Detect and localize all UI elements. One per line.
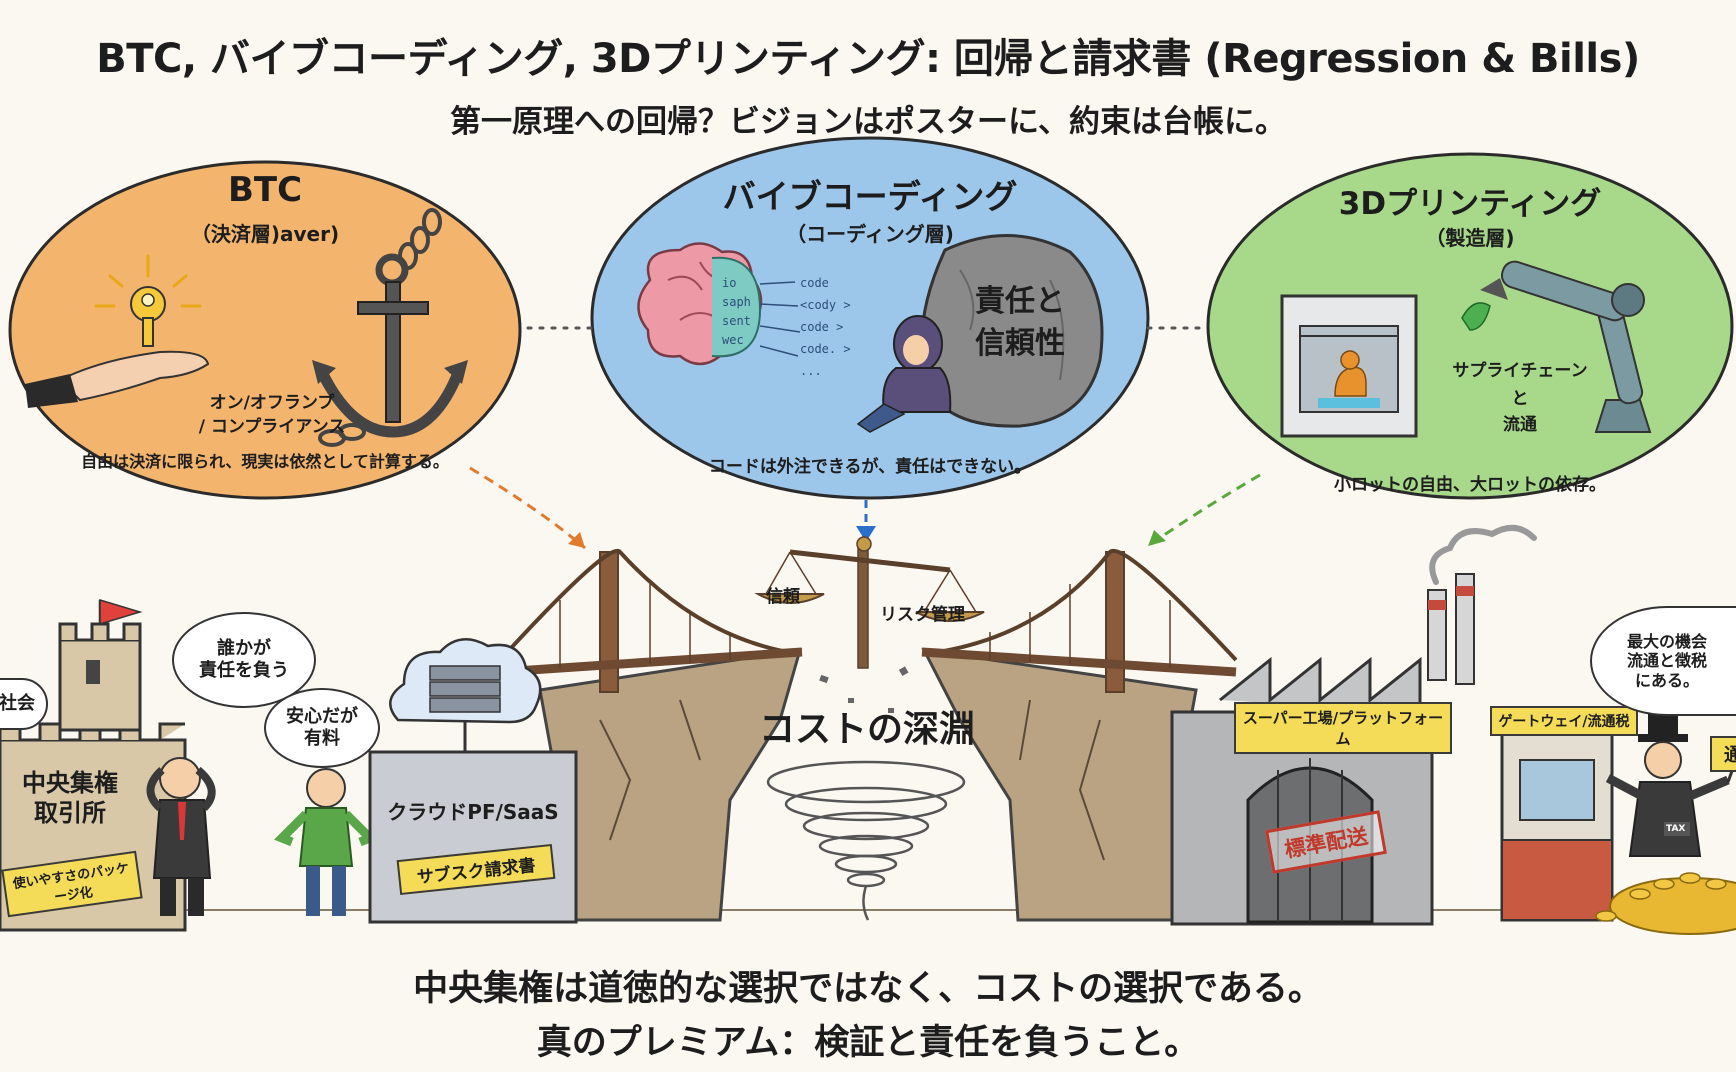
code-token: sent — [722, 314, 751, 328]
cliff-left — [538, 648, 803, 922]
tax-bag-label: TAX — [1666, 824, 1686, 834]
boulder-icon — [920, 234, 1104, 428]
btc-caption: 自由は決済に限られ、現実は依然として計算する。 — [81, 452, 449, 471]
stressed-man-icon — [146, 757, 216, 916]
bridge-right — [921, 548, 1238, 693]
code-token: wec — [722, 333, 744, 347]
person-icon — [856, 315, 952, 433]
chasm-label: コストの深淵 — [758, 709, 975, 750]
code-flow-lines — [759, 281, 801, 357]
code-left-list: io saph sent wec — [722, 274, 751, 350]
chasm-tornado — [766, 760, 966, 921]
vibe-caption: コードは外注できるが、責任はできない。 — [708, 457, 1032, 477]
anchor-icon — [312, 253, 468, 438]
shrugging-man-icon — [273, 768, 379, 916]
brain-icon — [637, 242, 763, 366]
partial-sign-right: 通 — [1710, 736, 1736, 772]
compliance-label: / コンプライアンス — [198, 417, 346, 437]
exchange-label: 中央集権 取引所 — [22, 769, 118, 827]
code-token: code > — [800, 320, 844, 334]
footer-line-2: 真のプレミアム：検証と責任を負うこと。 — [536, 1023, 1200, 1063]
balance-scale — [754, 536, 985, 669]
falling-debris — [819, 666, 909, 713]
supply-chain-label: サプライチェーン — [1452, 361, 1588, 381]
speech-bubble-responsibility: 誰かが責任を負う — [172, 612, 316, 708]
factory-sign: スーパー工場/プラットフォーム — [1234, 702, 1452, 754]
btc-arrow — [469, 466, 586, 550]
onramp-label: オン/オフランプ — [209, 393, 335, 413]
footer-line-1: 中央集権は道徳的な選択ではなく、コストの選択である。 — [413, 969, 1323, 1009]
tax-collector-icon — [1595, 702, 1736, 935]
print-caption: 小ロットの自由、大ロットの依存。 — [1334, 475, 1606, 495]
code-token: code — [800, 276, 829, 290]
scale-right-label: リスク管理 — [880, 605, 965, 625]
cloud-saas-label: クラウドPF/SaaS — [387, 800, 559, 824]
supply-and-label: と — [1511, 389, 1529, 409]
code-token: io — [722, 276, 737, 290]
page-title: BTC, バイブコーディング, 3Dプリンティング: 回帰と請求書 (Regre… — [96, 36, 1640, 82]
btc-title: BTC — [227, 170, 303, 210]
btc-layer-label: （決済層)aver) — [190, 222, 340, 246]
partial-sign-left: 社会 — [0, 678, 48, 730]
vibe-title: バイブコーディング — [722, 177, 1018, 216]
hand-icon — [25, 350, 210, 408]
key-icon — [94, 254, 202, 347]
gateway-sign: ゲートウェイ/流通税 — [1490, 706, 1638, 736]
print-title: 3Dプリンティング — [1338, 186, 1602, 222]
code-token: code. > — [800, 342, 851, 356]
print-arrow — [1147, 473, 1261, 548]
vibe-layer-label: （コーディング層) — [786, 222, 954, 246]
rock-label-2: 信頼性 — [975, 326, 1065, 361]
code-right-list: code <cody > code > code. > ... — [800, 272, 851, 382]
printer-icon — [1280, 294, 1418, 438]
robot-arm-icon — [1461, 260, 1652, 433]
speech-bubble-tax: 最大の機会流通と徴税にある。 — [1590, 606, 1736, 716]
chain-icon — [318, 208, 442, 447]
print-layer-label: （製造層) — [1425, 226, 1515, 250]
distribution-label: 流通 — [1503, 415, 1537, 435]
toll-booth-icon — [1500, 722, 1614, 922]
page-subtitle: 第一原理への回帰？ビジョンはポスターに、約束は台帳に。 — [449, 104, 1287, 140]
scale-left-label: 信頼 — [766, 587, 800, 607]
cliff-right — [921, 648, 1198, 922]
rock-label-1: 責任と — [975, 284, 1065, 319]
bridge-left — [498, 548, 803, 693]
speech-bubble-paid: 安心だが有料 — [264, 688, 380, 768]
code-token: saph — [722, 295, 751, 309]
code-token: ... — [800, 364, 822, 378]
code-token: <cody > — [800, 298, 851, 312]
